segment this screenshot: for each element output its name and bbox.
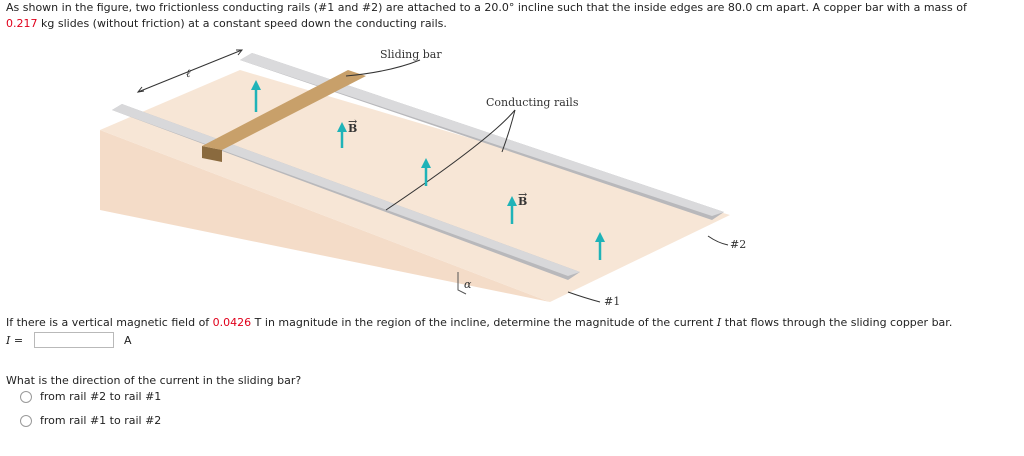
rail-2-label: #2	[730, 238, 746, 251]
answer-unit: A	[124, 333, 132, 347]
rail-1-top	[112, 104, 580, 276]
mass-value: 0.217	[6, 17, 38, 30]
radio-button[interactable]	[20, 390, 32, 403]
b-field-label-2: B	[518, 195, 527, 208]
conducting-rails-label: Conducting rails	[486, 96, 579, 109]
answer-label: I =	[6, 333, 24, 347]
rail-1-leader	[567, 291, 601, 303]
problem-intro-line2: 0.217 kg slides (without friction) at a …	[6, 17, 447, 30]
rail-2-leader	[707, 235, 729, 246]
sliding-bar-side	[202, 146, 222, 162]
sliding-bar-leader	[345, 59, 421, 77]
length-dimension-line	[137, 49, 243, 93]
angle-marker	[457, 272, 467, 295]
question-field: If there is a vertical magnetic field of…	[6, 316, 953, 329]
option-rail1-to-rail2[interactable]: from rail #1 to rail #2	[20, 414, 161, 427]
current-symbol: I	[716, 316, 722, 329]
b-vector-arrow-2: →	[518, 188, 527, 201]
question-direction: What is the direction of the current in …	[6, 374, 302, 387]
b-field-arrow-2	[337, 122, 347, 148]
b-field-arrow-3	[421, 158, 431, 186]
length-arrowhead-right	[236, 49, 244, 56]
option-rail2-to-rail1[interactable]: from rail #2 to rail #1	[20, 390, 161, 403]
b-field-arrow-5	[595, 232, 605, 260]
rail-2-top	[240, 53, 724, 216]
option-label: from rail #1 to rail #2	[40, 414, 162, 427]
rail-1-label: #1	[604, 295, 620, 308]
rails-leader-2	[501, 109, 516, 153]
radio-button[interactable]	[20, 414, 32, 427]
b-field-arrow-1	[251, 80, 261, 112]
angle-label: α	[464, 278, 472, 291]
problem-intro-line1: As shown in the figure, two frictionless…	[6, 1, 967, 14]
field-value: 0.0426	[212, 316, 252, 329]
length-label: ℓ	[186, 67, 191, 80]
rails-leader-1	[385, 109, 516, 211]
length-arrowhead-left	[136, 86, 145, 93]
option-label: from rail #2 to rail #1	[40, 390, 162, 403]
b-field-arrow-4	[507, 196, 517, 224]
b-vector-arrow-1: →	[348, 115, 357, 128]
sliding-bar	[202, 70, 366, 150]
current-answer-input[interactable]	[34, 332, 114, 348]
b-field-label-1: B	[348, 122, 357, 135]
answer-row: I = A	[6, 332, 132, 348]
sliding-bar-label: Sliding bar	[380, 48, 442, 61]
incline-figure: ℓ Sliding bar Conducting rails B → B → #…	[100, 48, 746, 308]
